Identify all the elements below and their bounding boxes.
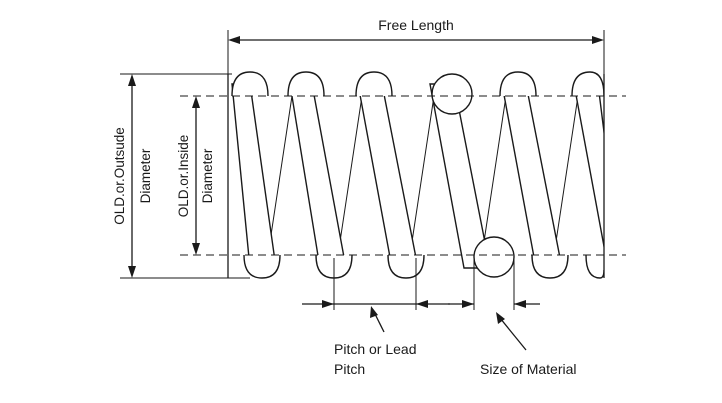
pitch-label-line1: Pitch or Lead	[334, 341, 417, 357]
outside-diameter-label-line2: Diameter	[138, 148, 153, 203]
outside-diameter-dimension	[128, 74, 136, 278]
free-length-dimension	[228, 36, 604, 44]
material-dimension	[448, 300, 540, 308]
pitch-leader-arrow	[370, 306, 385, 333]
spring-coils	[231, 71, 604, 279]
inside-diameter-label-line2: Diameter	[200, 148, 215, 203]
front-wire-bands	[231, 83, 604, 269]
wire-cross-section-bottom	[473, 236, 515, 278]
pitch-label-line2: Pitch	[334, 361, 365, 377]
size-of-material-label: Size of Material	[480, 361, 576, 377]
material-leader-arrow	[496, 312, 527, 351]
back-wire-lines	[267, 95, 579, 256]
top-coil-loops	[231, 71, 604, 97]
wire-cross-section-top	[431, 73, 473, 115]
bottom-coil-loops	[243, 254, 604, 279]
inside-diameter-label-line1: OLD.or.Inside	[176, 135, 191, 218]
free-length-label: Free Length	[378, 17, 454, 33]
inside-diameter-dimension	[192, 96, 200, 255]
pitch-dimension	[302, 300, 450, 308]
outside-diameter-label-line1: OLD.or.Outsude	[112, 127, 127, 225]
